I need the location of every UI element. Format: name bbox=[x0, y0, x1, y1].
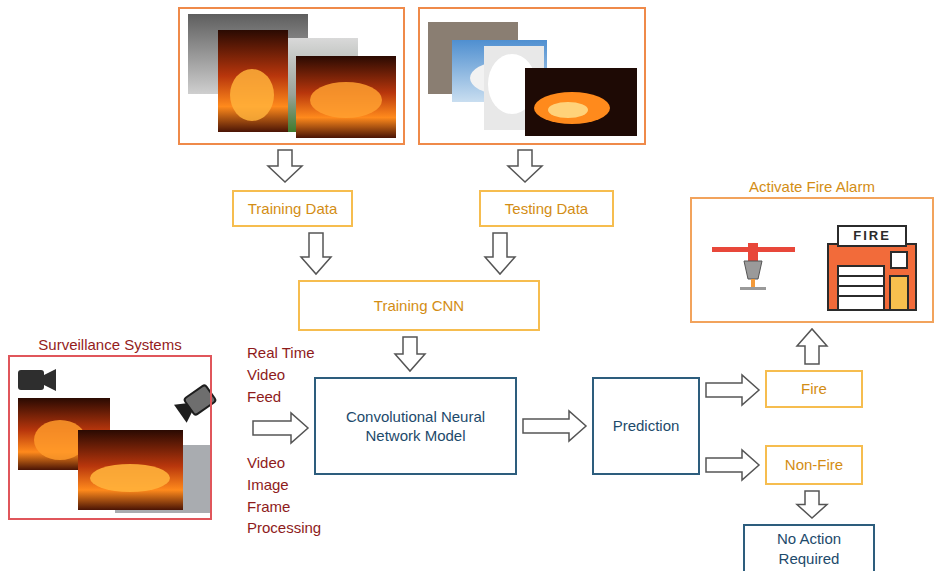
process-box: Training CNN bbox=[298, 280, 540, 331]
flame bbox=[534, 92, 610, 124]
block-arrow bbox=[706, 375, 759, 405]
block-arrow bbox=[301, 233, 331, 274]
sprinkler-head bbox=[744, 261, 762, 279]
flame bbox=[90, 464, 170, 492]
sprinkler-deflector bbox=[740, 287, 766, 290]
flame bbox=[548, 102, 588, 118]
box-text: Fire bbox=[801, 379, 827, 399]
fire-photo bbox=[78, 430, 183, 510]
block-arrow bbox=[395, 337, 425, 371]
sprinkler-bulb bbox=[751, 279, 755, 287]
box-text: Prediction bbox=[613, 416, 680, 436]
box-text: No Action Required bbox=[762, 529, 857, 568]
process-box: Testing Data bbox=[479, 190, 614, 227]
panel-heading: Surveillance Systems bbox=[0, 335, 250, 355]
process-box: Training Data bbox=[232, 190, 353, 227]
process-box: No Action Required bbox=[743, 524, 875, 571]
camera-body bbox=[18, 370, 44, 390]
camera-lens bbox=[44, 369, 56, 391]
box-text: Training Data bbox=[248, 199, 338, 219]
process-box: Fire bbox=[765, 370, 863, 408]
door-stripe bbox=[838, 285, 884, 287]
flame bbox=[230, 69, 274, 121]
sign-text: FIRE bbox=[838, 228, 906, 245]
box-text: Convolutional Neural Network Model bbox=[328, 407, 503, 446]
fire-photo bbox=[296, 56, 396, 138]
camera-lens bbox=[174, 398, 196, 422]
image-frame bbox=[179, 8, 404, 144]
door-stripe bbox=[838, 295, 884, 297]
box-text: Non-Fire bbox=[785, 455, 843, 475]
box-text: Training CNN bbox=[374, 296, 464, 316]
block-arrow bbox=[797, 329, 827, 364]
station-sign bbox=[838, 226, 906, 246]
process-box: Convolutional Neural Network Model bbox=[314, 377, 517, 475]
picture-panel: Surveillance Systems bbox=[8, 355, 212, 520]
fire-station bbox=[828, 244, 916, 310]
panel-heading: Activate Fire Alarm bbox=[652, 177, 934, 197]
flame bbox=[310, 82, 382, 118]
process-box: Prediction bbox=[592, 377, 700, 475]
station-window bbox=[891, 252, 907, 268]
image-frame bbox=[419, 8, 645, 144]
sprinkler-fitting bbox=[748, 243, 758, 261]
door-stripe bbox=[838, 275, 884, 277]
block-arrow bbox=[706, 450, 759, 480]
side-door bbox=[890, 276, 908, 310]
block-arrow bbox=[485, 233, 515, 274]
camera-icon bbox=[18, 369, 56, 391]
block-arrow bbox=[523, 411, 586, 441]
fire-photo bbox=[525, 68, 637, 136]
flow-note: Real Time Video Feed bbox=[247, 342, 319, 407]
block-arrow bbox=[797, 491, 827, 518]
process-box: Non-Fire bbox=[765, 445, 863, 485]
block-arrow bbox=[253, 413, 308, 443]
block-arrow bbox=[508, 150, 542, 182]
block-arrow bbox=[268, 150, 302, 182]
box-text: Testing Data bbox=[505, 199, 588, 219]
flow-note: Video Image Frame Processing bbox=[247, 452, 327, 539]
fire-photo bbox=[218, 30, 288, 132]
garage-door bbox=[838, 266, 884, 310]
picture-panel: Activate Fire Alarm bbox=[690, 197, 934, 323]
